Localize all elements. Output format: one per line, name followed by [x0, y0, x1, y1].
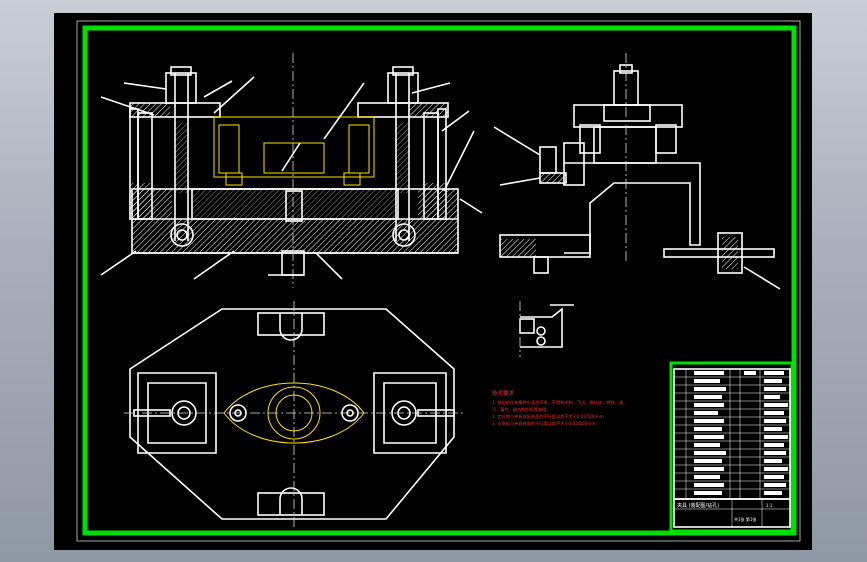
- drawing-scale: 1:1: [766, 503, 773, 508]
- side-view: [493, 53, 781, 290]
- drawing-title: 夹具 (装配图/钻孔): [677, 502, 719, 509]
- front-section-view: [100, 53, 483, 288]
- tech-note-line-3: 2. 定位销与夹具体配合面的平行度误差不大于0.02/100mm: [492, 413, 604, 420]
- drawing-sheet[interactable]: 技术要求 1. 装配前所有零件应清洗干净，不得有毛刺、飞边、氧化皮、锈蚀、油 污…: [54, 13, 812, 550]
- parts-list-fill: [694, 371, 788, 495]
- tech-notes-title: 技术要求: [492, 389, 515, 397]
- green-border: [82, 25, 797, 536]
- parts-list-grid: [674, 369, 790, 499]
- tech-note-line-1: 1. 装配前所有零件应清洗干净，不得有毛刺、飞边、氧化皮、锈蚀、油: [492, 399, 623, 406]
- outer-frame: [76, 20, 801, 542]
- drawing-sheet-number: 共1张 第1张: [734, 516, 756, 522]
- detail-view: [519, 301, 574, 357]
- tech-notes: 技术要求 1. 装配前所有零件应清洗干净，不得有毛刺、飞边、氧化皮、锈蚀、油 污…: [492, 389, 623, 427]
- title-block: 夹具 (装配图/钻孔) 1:1 共1张 第1张: [669, 361, 794, 533]
- tech-note-line-2: 污、着色、碰伤和划痕等缺陷。: [492, 406, 551, 413]
- tech-note-line-4: 3. 支承板与夹具底面的平行度误差不大于0.02/100mm: [492, 420, 595, 427]
- drawing-canvas: 技术要求 1. 装配前所有零件应清洗干净，不得有毛刺、飞边、氧化皮、锈蚀、油 污…: [76, 20, 801, 542]
- plan-view: [124, 301, 464, 529]
